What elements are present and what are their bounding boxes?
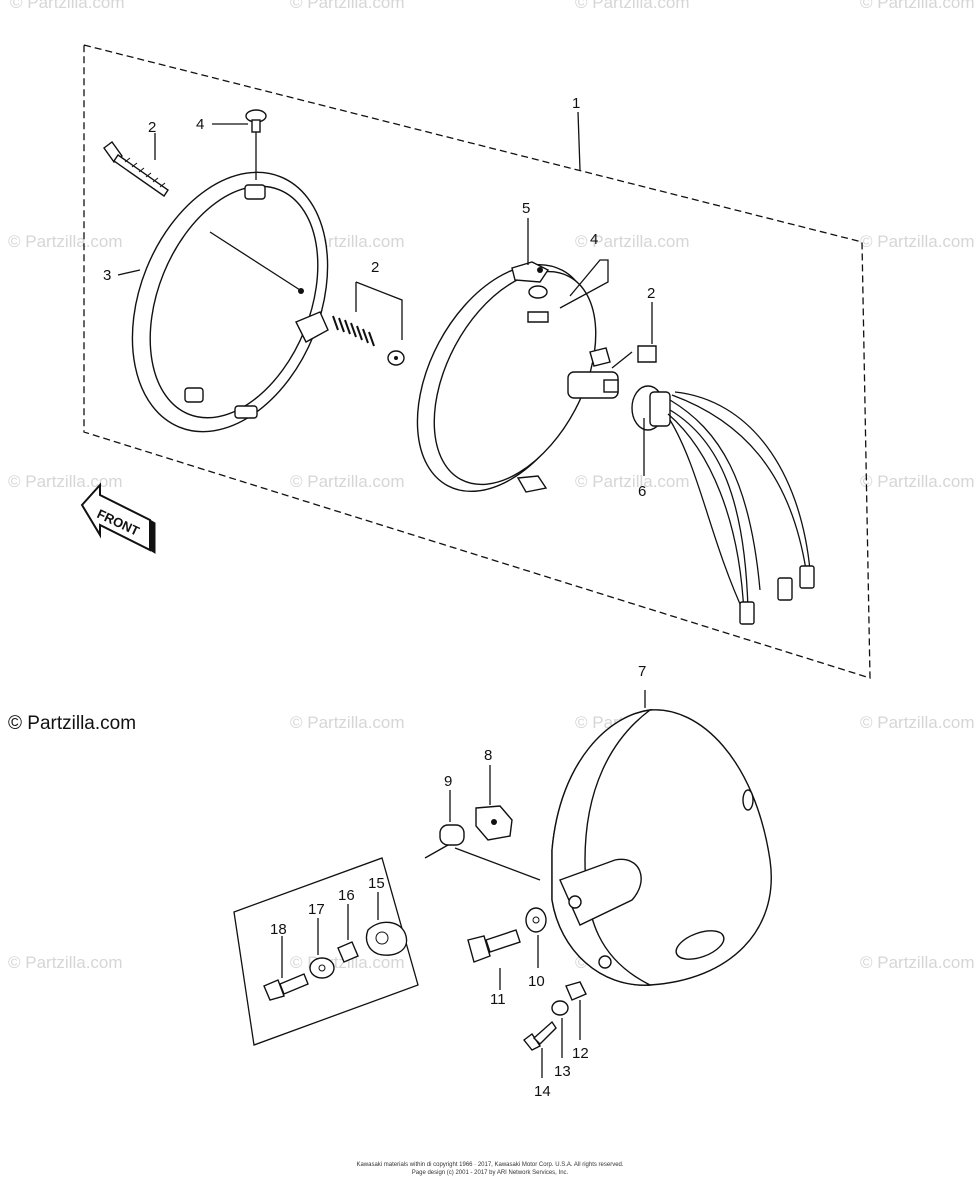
callout-4: 4 <box>590 231 598 248</box>
callout-2: 2 <box>371 259 379 276</box>
rim-screw <box>245 109 267 180</box>
callout-1: 1 <box>572 95 580 112</box>
grommet-assembly <box>233 857 419 1046</box>
callout-13: 13 <box>554 1063 571 1080</box>
callout-18: 18 <box>270 921 287 938</box>
callout-labels: 1 2 2 2 3 4 4 5 6 7 8 9 10 11 12 13 14 1… <box>103 95 655 1100</box>
footer-copyright: Kawasaki materials within di copyright 1… <box>356 1162 623 1168</box>
adjusting-screw <box>103 141 169 197</box>
callout-5: 5 <box>522 200 530 217</box>
callout-8: 8 <box>484 747 492 764</box>
sealed-beam-unit <box>416 261 619 493</box>
watermark: © Partzilla.com <box>575 232 690 251</box>
callout-2: 2 <box>148 119 156 136</box>
headlight-housing <box>551 690 772 986</box>
callout-15: 15 <box>368 875 385 892</box>
watermark: © Partzilla.com <box>860 713 975 732</box>
leader-lines <box>117 111 653 344</box>
watermark: © Partzilla.com <box>860 232 975 251</box>
small-screw-set <box>523 981 587 1078</box>
watermark: © Partzilla.com <box>10 0 125 12</box>
callout-3: 3 <box>103 267 111 284</box>
watermark: © Partzilla.com <box>290 472 405 491</box>
callout-11: 11 <box>490 991 506 1008</box>
callout-2: 2 <box>647 285 655 302</box>
bulb-socket <box>631 385 815 625</box>
watermark: © Partzilla.com <box>575 0 690 12</box>
mount-bracket <box>424 765 541 881</box>
watermark-main: © Partzilla.com <box>8 713 136 734</box>
callout-12: 12 <box>572 1045 589 1062</box>
footer-page-design: Page design (c) 2001 - 2017 by ARI Netwo… <box>412 1170 569 1176</box>
callout-16: 16 <box>338 887 355 904</box>
callout-17: 17 <box>308 901 325 918</box>
callout-6: 6 <box>638 483 646 500</box>
watermark: © Partzilla.com <box>8 472 123 491</box>
watermark: © Partzilla.com <box>8 232 123 251</box>
nut-set <box>527 259 657 369</box>
callout-7: 7 <box>638 663 646 680</box>
watermark: © Partzilla.com <box>860 0 975 12</box>
watermark: © Partzilla.com <box>8 953 123 972</box>
watermark: © Partzilla.com <box>290 713 405 732</box>
front-arrow: FRONT <box>80 482 156 554</box>
watermark: © Partzilla.com <box>860 472 975 491</box>
callout-4: 4 <box>196 116 204 133</box>
spring-assembly <box>332 281 405 366</box>
watermark: © Partzilla.com <box>860 953 975 972</box>
headlight-rim <box>131 171 329 433</box>
watermark: © Partzilla.com <box>290 0 405 12</box>
assembly-outline <box>83 44 871 679</box>
watermark: © Partzilla.com <box>575 472 690 491</box>
callout-9: 9 <box>444 773 452 790</box>
callout-10: 10 <box>528 973 545 990</box>
mounting-bolt <box>467 907 547 990</box>
callout-14: 14 <box>534 1083 551 1100</box>
